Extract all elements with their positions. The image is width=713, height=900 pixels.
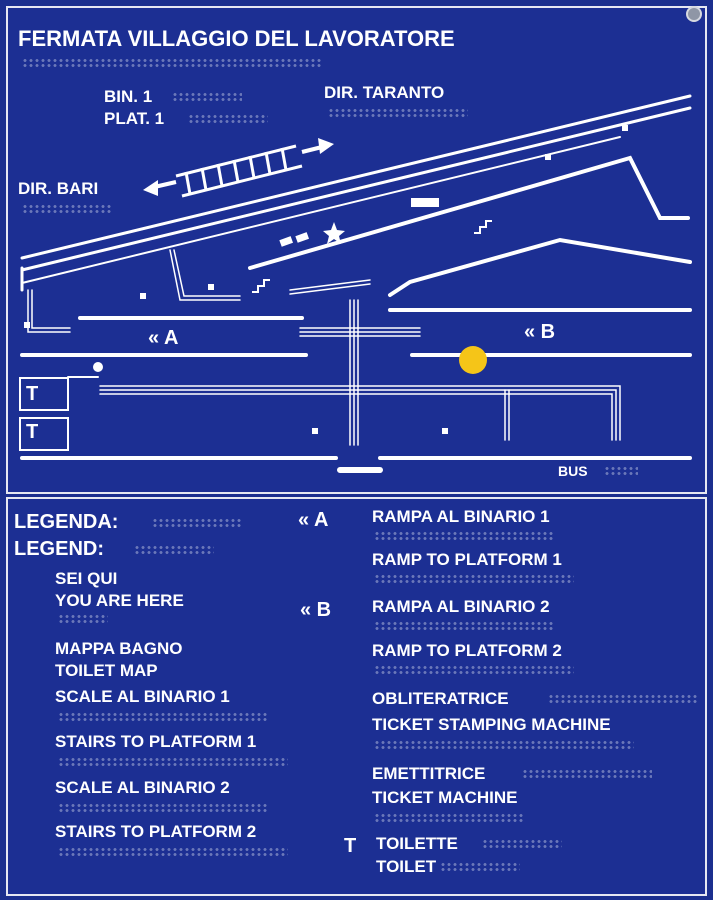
direction-arrows (143, 138, 334, 196)
legend-panel (6, 497, 707, 896)
bus-label: BUS (558, 463, 588, 479)
braille-stamping (548, 694, 698, 703)
braille-stairs1-en (58, 757, 288, 766)
map-toilet-label-2: T (26, 421, 39, 443)
platform-edge-line (21, 136, 621, 284)
legend-ticket-en: TICKET MACHINE (372, 788, 518, 807)
dir-bari-label: DIR. BARI (18, 179, 99, 198)
legend-ramp1-it: RAMPA AL BINARIO 1 (372, 507, 550, 526)
legend-toilet-en: TOILET (376, 857, 437, 876)
screw-top-right (686, 6, 702, 22)
map-toilet-label-1: T (26, 383, 39, 405)
legend-stairs2-en: STAIRS TO PLATFORM 2 (55, 822, 257, 841)
legend-toilet-symbol: T (344, 835, 357, 857)
braille-plat (188, 114, 268, 123)
legend-you-are-here-en: YOU ARE HERE (55, 591, 184, 610)
braille-bus (604, 466, 638, 475)
braille-you-are-here (58, 614, 108, 623)
tactile-paths (27, 249, 621, 446)
braille-toilet-en (440, 862, 520, 871)
toilet-map-marker (91, 360, 105, 374)
legend-stairs2-it: SCALE AL BINARIO 2 (55, 778, 230, 797)
braille-toilet (482, 839, 562, 848)
legend-heading-en: LEGEND: (14, 538, 104, 560)
you-are-here-dot (459, 346, 487, 374)
braille-ramp1 (374, 531, 554, 540)
legend-ramp2-it: RAMPA AL BINARIO 2 (372, 597, 550, 616)
plat-label: PLAT. 1 (104, 109, 165, 128)
legend-ramp1-en: RAMP TO PLATFORM 1 (372, 550, 562, 569)
braille-stairs1 (58, 712, 268, 721)
legend-ramp-b-symbol: « B (300, 599, 332, 621)
legend-heading-it: LEGENDA: (14, 511, 119, 533)
legend-ticket-it: EMETTITRICE (372, 764, 486, 783)
braille-stairs2 (58, 803, 268, 812)
braille-ticket-en (374, 813, 524, 822)
braille-ramp2 (374, 621, 554, 630)
braille-stamping-en (374, 740, 634, 749)
legend-stairs1-it: SCALE AL BINARIO 1 (55, 687, 230, 706)
braille-taranto (328, 108, 468, 117)
braille-bari (22, 204, 112, 213)
legend-stamping-it: OBLITERATRICE (372, 689, 509, 708)
braille-title (22, 58, 322, 67)
braille-ramp2-en (374, 665, 574, 674)
bin-label: BIN. 1 (104, 87, 153, 106)
legend-toilet-map-it: MAPPA BAGNO (55, 639, 183, 658)
braille-legenda (152, 518, 242, 527)
map-ramp-a-label: « A (148, 327, 179, 349)
legend-ramp2-en: RAMP TO PLATFORM 2 (372, 641, 562, 660)
legend-ramp-a-symbol: « A (298, 509, 329, 531)
rail-line-outer (20, 94, 692, 260)
legend-toilet-map-en: TOILET MAP (55, 661, 158, 680)
legend-you-are-here-it: SEI QUI (55, 569, 118, 588)
star-icon (323, 222, 345, 244)
legend-toilet-it: TOILETTE (376, 834, 458, 853)
railway-track-icon (175, 144, 303, 198)
braille-bin (172, 92, 242, 101)
station-map-panel (6, 6, 707, 494)
toilet-icon (19, 377, 69, 451)
braille-ramp1-en (374, 574, 574, 583)
braille-ticket (522, 769, 652, 778)
map-ramp-b-label: « B (524, 321, 556, 343)
braille-legend (134, 545, 214, 554)
page-title: FERMATA VILLAGGIO DEL LAVORATORE (18, 26, 455, 51)
braille-stairs2-en (58, 847, 288, 856)
legend-stairs1-en: STAIRS TO PLATFORM 1 (55, 732, 257, 751)
dir-taranto-label: DIR. TARANTO (324, 83, 445, 102)
legend-stamping-en: TICKET STAMPING MACHINE (372, 715, 611, 734)
rail-line-inner (20, 106, 692, 272)
